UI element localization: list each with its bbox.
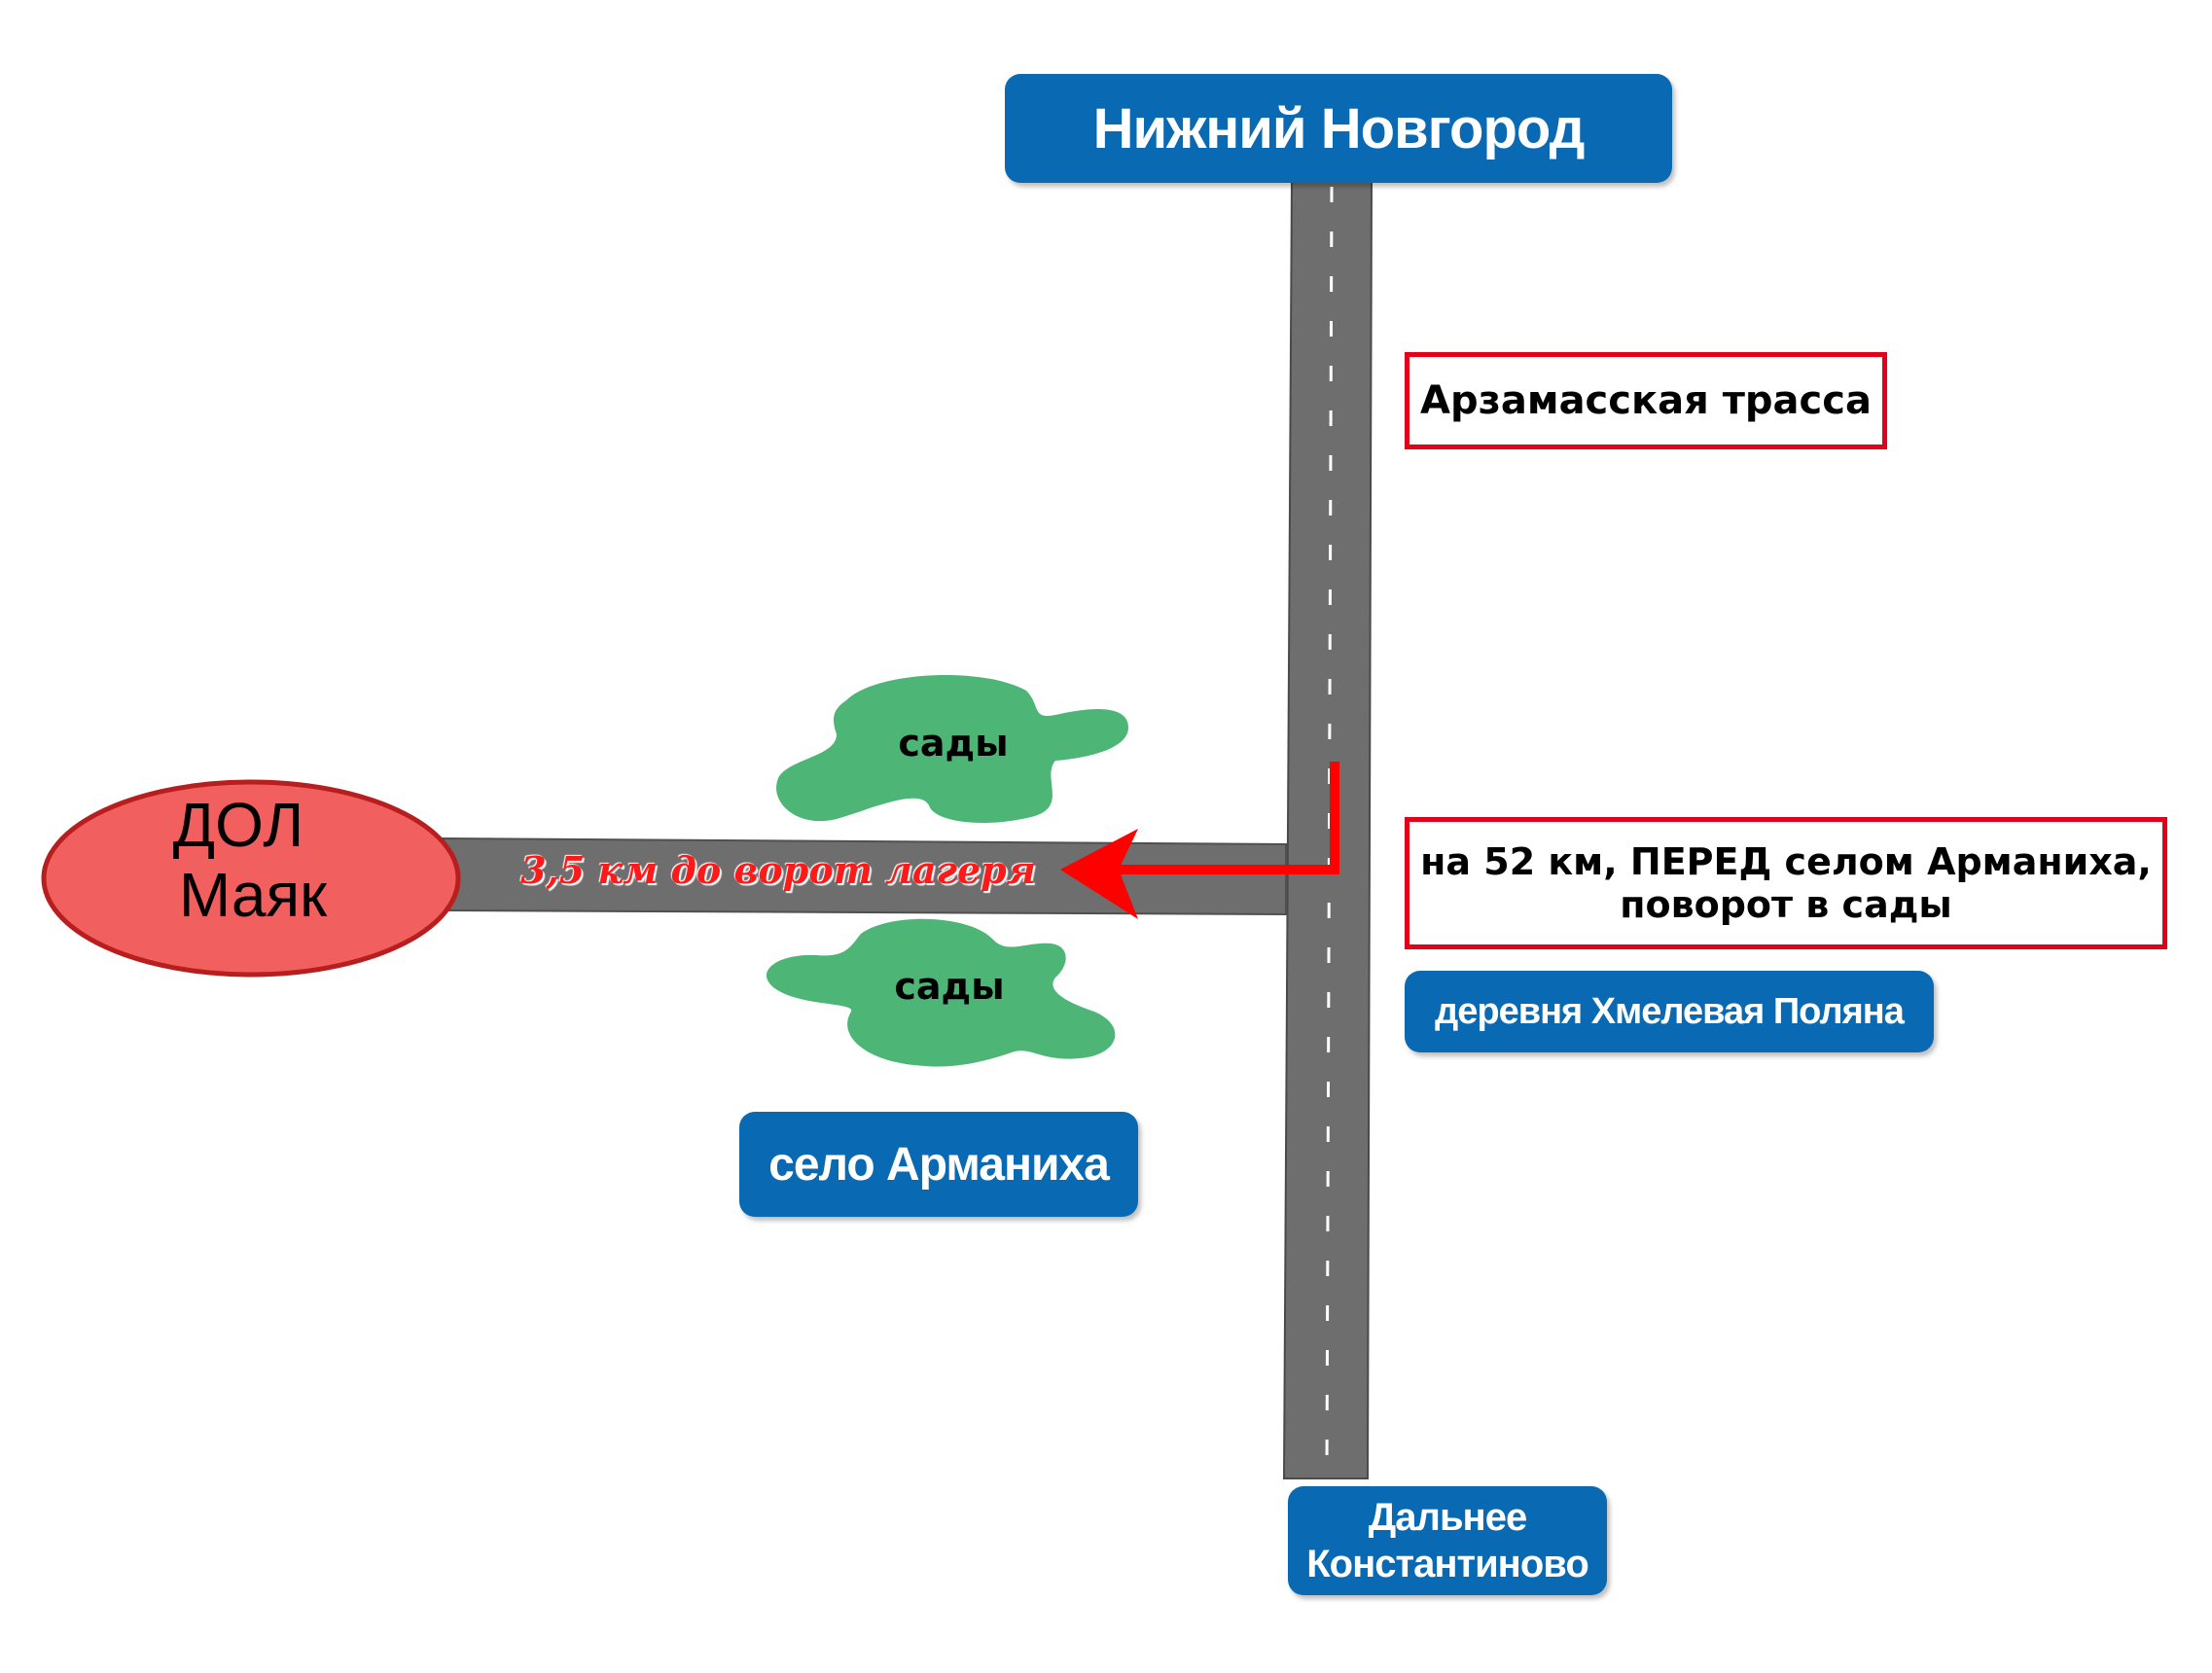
sign-konstantinovo-label: Константиново [1306, 1543, 1589, 1585]
callout-turn-instructions: на 52 км, ПЕРЕД селом Арманиха, поворот … [1405, 817, 2167, 949]
garden-north-label: сады [898, 722, 1009, 765]
sign-dalnee-konstantinovo: Дальнее Константиново [1288, 1486, 1607, 1595]
garden-area-icon [766, 918, 1116, 1067]
sign-nizhny-novgorod: Нижний Новгород [1005, 74, 1672, 183]
camp-marker-icon [41, 779, 461, 978]
callout-turn-line1: на 52 км, ПЕРЕД селом Арманиха, [1420, 840, 2152, 883]
sign-dalnee-label: Дальнее [1368, 1496, 1527, 1539]
garden-south-label: сады [894, 965, 1005, 1008]
callout-highway-label: Арзамасская трасса [1420, 378, 1872, 423]
sign-nizhny-novgorod-label: Нижний Новгород [1092, 96, 1586, 160]
callout-highway-name: Арзамасская трасса [1405, 352, 1887, 449]
sign-armanikha-label: село Арманиха [768, 1138, 1110, 1191]
camp-label: ДОЛ Маяк [107, 790, 399, 930]
callout-turn-line2: поворот в сады [1620, 883, 1952, 926]
side-road-distance-label: 3,5 км до ворот лагеря [520, 848, 1036, 892]
sign-armanikha: село Арманиха [739, 1112, 1138, 1217]
camp-label-line2: Маяк [178, 860, 328, 930]
sign-khmelevaya-polyana: деревня Хмелевая Поляна [1405, 971, 1934, 1052]
camp-label-line1: ДОЛ [172, 790, 304, 860]
sign-khmelevaya-polyana-label: деревня Хмелевая Поляна [1435, 990, 1905, 1032]
garden-area-icon [776, 674, 1128, 824]
main-highway [1282, 179, 1374, 1479]
route-arrow-icon [1060, 762, 1339, 919]
